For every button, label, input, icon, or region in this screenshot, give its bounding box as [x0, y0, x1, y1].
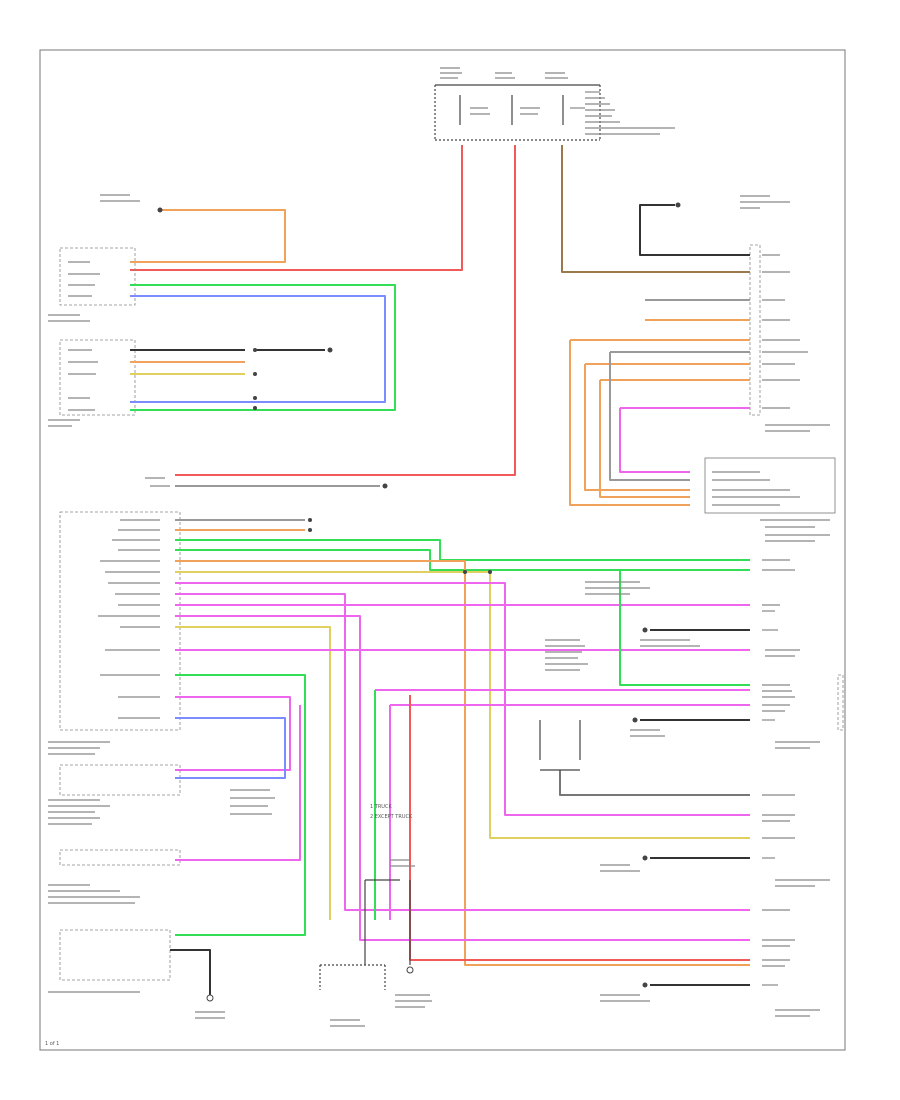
passenger-connector	[740, 195, 830, 432]
mid-switch	[539, 581, 650, 771]
wire-pink-6	[175, 696, 291, 771]
wire-orange-pass-3	[584, 363, 750, 491]
wire-red-feed	[130, 145, 463, 271]
seat-release-connector	[48, 929, 225, 1019]
wire-gray-pass-2	[609, 351, 750, 481]
fuse-symbol	[459, 95, 564, 125]
ground-point-ign	[382, 483, 388, 489]
legend-line-2: 2 EXCEPT TRUCK	[370, 814, 413, 820]
wire-yellow-2	[175, 626, 331, 920]
passenger-module	[704, 457, 836, 528]
junction-block	[434, 67, 675, 141]
ground-point-switch	[327, 347, 333, 353]
wire-pink-2	[175, 593, 750, 911]
wire-green-1	[175, 539, 750, 561]
legend: 1 TRUCK 2 EXCEPT TRUCK	[370, 804, 413, 820]
junction-text-lines	[440, 67, 675, 135]
wire-green-4	[619, 570, 750, 686]
driver-switch-connector	[48, 194, 140, 427]
wire-green-3	[175, 674, 306, 936]
ground-point-left	[157, 207, 163, 213]
wire-blue-loop	[130, 295, 386, 403]
left-rear-module	[837, 674, 844, 731]
ground-point-right	[675, 202, 681, 208]
wire-black-ground-right	[639, 204, 750, 256]
legend-line-1: 1 TRUCK	[370, 804, 392, 810]
junction-dots	[253, 348, 492, 574]
wire-brown-feed	[561, 145, 750, 273]
seat-module-connector	[48, 477, 181, 755]
wire-gray-2	[559, 770, 750, 796]
wire-blue-1	[175, 717, 286, 779]
wire-pink-1	[175, 582, 750, 816]
diagram-frame	[39, 49, 846, 1051]
wire-red-feed-2	[175, 145, 516, 476]
wire-pink-pass	[619, 407, 750, 473]
wire-orange-pass-2	[569, 339, 750, 506]
wire-pink-8	[389, 704, 750, 920]
page-number: 1 of 1	[45, 1041, 59, 1047]
lumbar-connector	[48, 705, 301, 904]
right-labels	[762, 534, 830, 1017]
right-grounds	[600, 627, 750, 1002]
wire-black-ground-left	[130, 209, 286, 263]
bottom-switch-block	[319, 859, 432, 1027]
wire-orange-pass-4	[599, 379, 750, 498]
wire-green-loop	[130, 284, 396, 411]
wire-pink-4	[175, 615, 750, 941]
wire-orange-2	[175, 560, 750, 966]
